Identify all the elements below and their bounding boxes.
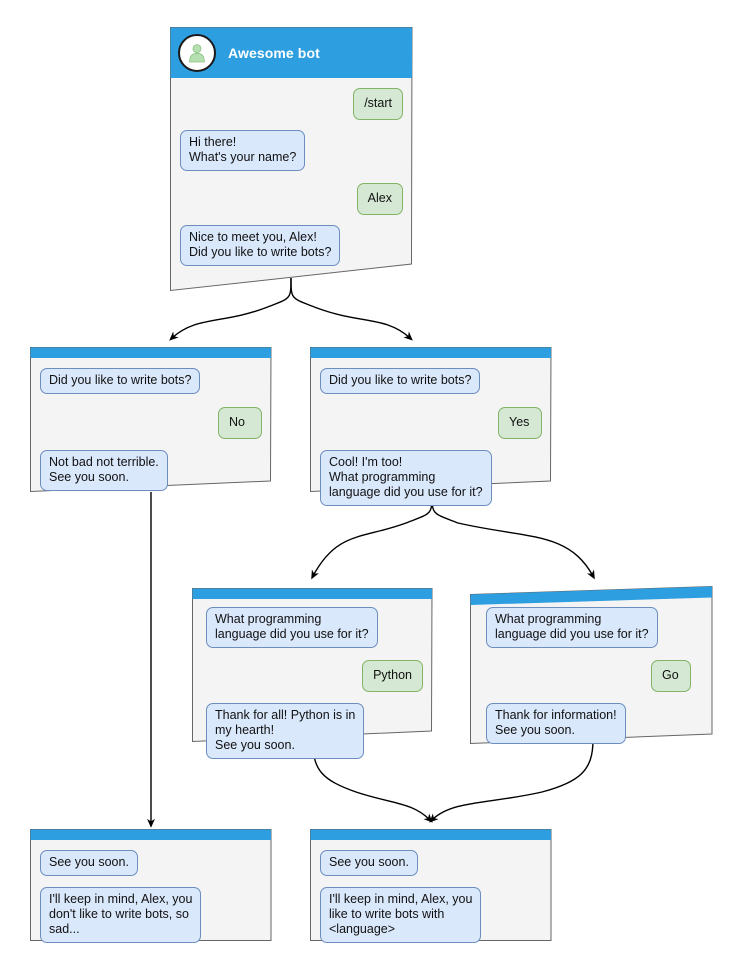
- chat-row: Hi there! What's your name?: [180, 130, 403, 171]
- node-yes-branch[interactable]: Did you like to write bots? Yes Cool! I'…: [310, 347, 552, 506]
- node-no-branch-chat: Did you like to write bots? No Not bad n…: [30, 358, 272, 501]
- node-python-branch[interactable]: What programming language did you use fo…: [192, 588, 433, 759]
- node-root[interactable]: Awesome bot /start Hi there! What's your…: [170, 27, 413, 292]
- chat-row: What programming language did you use fo…: [206, 607, 423, 648]
- node-end-happy-content: See you soon. I'll keep in mind, Alex, y…: [310, 829, 552, 953]
- chat-row: I'll keep in mind, Alex, you like to wri…: [320, 887, 542, 943]
- user-bubble[interactable]: Python: [362, 660, 423, 692]
- node-end-happy-chat: See you soon. I'll keep in mind, Alex, y…: [310, 840, 552, 953]
- person-avatar-icon: [178, 33, 216, 72]
- node-root-title: Awesome bot: [228, 44, 320, 61]
- chat-row: Thank for all! Python is in my hearth! S…: [206, 703, 423, 759]
- bot-bubble[interactable]: Thank for all! Python is in my hearth! S…: [206, 703, 365, 759]
- chat-row: Did you like to write bots?: [320, 368, 542, 394]
- bot-bubble[interactable]: See you soon.: [320, 850, 418, 876]
- bot-bubble[interactable]: See you soon.: [40, 850, 138, 876]
- bot-bubble[interactable]: Not bad not terrible. See you soon.: [40, 450, 168, 491]
- chat-row: Python: [206, 660, 423, 692]
- chat-row: Thank for information! See you soon.: [486, 703, 703, 744]
- node-python-branch-chat: What programming language did you use fo…: [192, 599, 433, 769]
- chat-row: I'll keep in mind, Alex, you don't like …: [40, 887, 262, 943]
- node-end-sad[interactable]: See you soon. I'll keep in mind, Alex, y…: [30, 829, 272, 943]
- chat-row: Go: [486, 660, 703, 692]
- node-go-branch-chat: What programming language did you use fo…: [470, 601, 713, 754]
- chat-row: Not bad not terrible. See you soon.: [40, 450, 262, 491]
- bot-bubble[interactable]: Thank for information! See you soon.: [486, 703, 626, 744]
- node-go-branch[interactable]: What programming language did you use fo…: [470, 585, 713, 745]
- chat-row: Nice to meet you, Alex! Did you like to …: [180, 225, 403, 266]
- bot-bubble[interactable]: I'll keep in mind, Alex, you like to wri…: [320, 887, 482, 943]
- node-root-titlebar: Awesome bot: [170, 27, 413, 78]
- node-no-branch[interactable]: Did you like to write bots? No Not bad n…: [30, 347, 272, 493]
- node-no-branch-content: Did you like to write bots? No Not bad n…: [30, 347, 272, 501]
- node-end-happy[interactable]: See you soon. I'll keep in mind, Alex, y…: [310, 829, 552, 943]
- chat-row: See you soon.: [320, 850, 542, 876]
- node-python-branch-content: What programming language did you use fo…: [192, 588, 433, 769]
- bot-bubble[interactable]: What programming language did you use fo…: [206, 607, 378, 648]
- chat-row: What programming language did you use fo…: [486, 607, 703, 648]
- node-go-branch-content: What programming language did you use fo…: [470, 586, 713, 754]
- chat-row: /start: [180, 88, 403, 120]
- node-root-chat: /start Hi there! What's your name? Alex …: [170, 78, 413, 276]
- node-end-happy-titlebar: [310, 829, 552, 840]
- chat-row: Alex: [180, 183, 403, 215]
- node-yes-branch-titlebar: [310, 347, 552, 358]
- node-no-branch-titlebar: [30, 347, 272, 358]
- bot-bubble[interactable]: Hi there! What's your name?: [180, 130, 306, 171]
- node-end-sad-chat: See you soon. I'll keep in mind, Alex, y…: [30, 840, 272, 953]
- node-yes-branch-chat: Did you like to write bots? Yes Cool! I'…: [310, 358, 552, 516]
- node-root-content: Awesome bot /start Hi there! What's your…: [170, 27, 413, 276]
- user-bubble[interactable]: Alex: [356, 183, 403, 215]
- bot-bubble[interactable]: What programming language did you use fo…: [486, 607, 658, 648]
- bot-bubble[interactable]: Did you like to write bots?: [40, 368, 201, 394]
- bot-bubble[interactable]: I'll keep in mind, Alex, you don't like …: [40, 887, 202, 943]
- bot-bubble[interactable]: Did you like to write bots?: [320, 368, 481, 394]
- node-go-branch-titlebar: [470, 586, 713, 601]
- node-python-branch-titlebar: [192, 588, 433, 599]
- chat-row: No: [40, 407, 262, 439]
- user-bubble[interactable]: Go: [651, 660, 691, 692]
- user-bubble[interactable]: /start: [353, 88, 403, 120]
- node-end-sad-content: See you soon. I'll keep in mind, Alex, y…: [30, 829, 272, 953]
- user-bubble[interactable]: Yes: [498, 407, 542, 439]
- node-yes-branch-content: Did you like to write bots? Yes Cool! I'…: [310, 347, 552, 516]
- user-bubble[interactable]: No: [218, 407, 262, 439]
- bot-bubble[interactable]: Nice to meet you, Alex! Did you like to …: [180, 225, 341, 266]
- bot-bubble[interactable]: Cool! I'm too! What programming language…: [320, 450, 492, 506]
- chat-row: Cool! I'm too! What programming language…: [320, 450, 542, 506]
- node-end-sad-titlebar: [30, 829, 272, 840]
- chat-row: Yes: [320, 407, 542, 439]
- chat-row: Did you like to write bots?: [40, 368, 262, 394]
- chat-row: See you soon.: [40, 850, 262, 876]
